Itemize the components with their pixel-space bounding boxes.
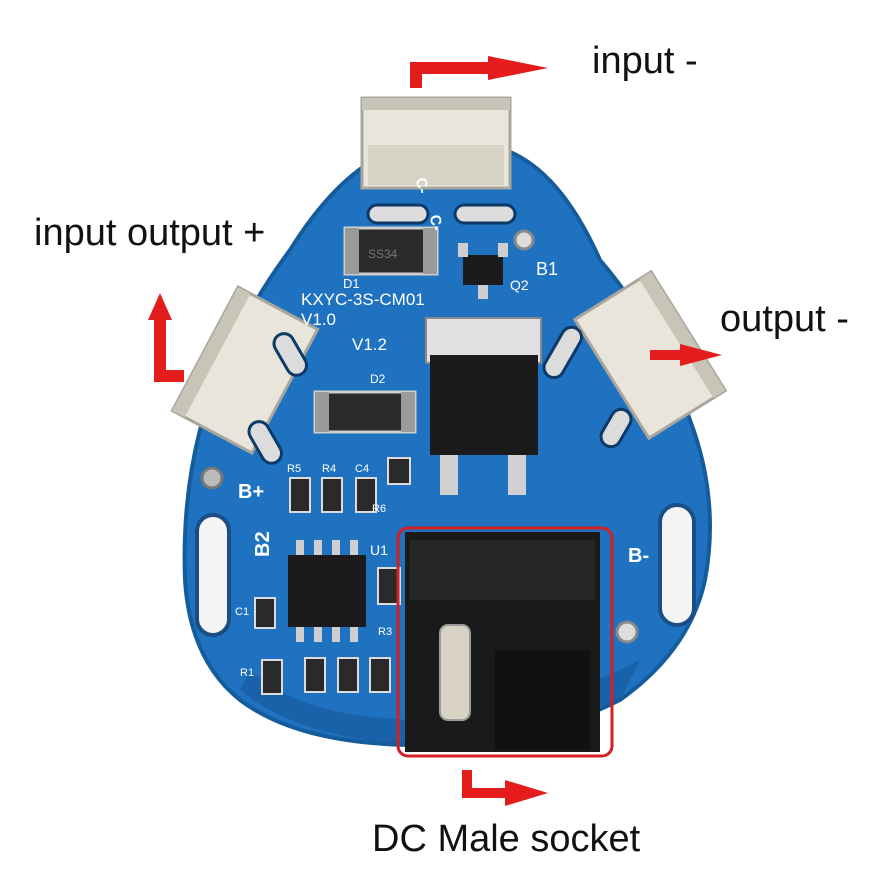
label-output-minus: output - [720,298,849,340]
silk-u1: U1 [370,542,388,558]
silk-b-minus: B- [628,545,649,567]
right-slot [658,503,696,627]
transistor-q2 [458,243,508,299]
silk-model: KXYC-3S-CM01 [301,290,425,309]
label-input-minus: input - [592,40,698,82]
arrow-input-minus [410,56,548,88]
left-slot [195,513,231,637]
svg-text:R3: R3 [378,626,392,638]
silk-q2: Q2 [510,277,529,293]
mosfet [425,317,542,495]
silk-version-b: V1.2 [352,335,387,354]
svg-text:SS34: SS34 [368,247,398,261]
dc-socket-highlight [396,526,614,758]
ic-u1 [288,540,366,642]
silk-b2: B2 [252,531,274,557]
silk-c-minus: C- [412,176,431,195]
silk-d1: D1 [343,276,360,291]
svg-text:R6: R6 [372,503,386,515]
label-input-output-plus: input output + [34,212,266,254]
silk-version-a: V1.0 [301,310,336,329]
arrow-dc-socket [462,770,548,806]
svg-text:R1: R1 [240,667,254,679]
left-terminal-tab [170,285,320,455]
svg-text:C4: C4 [355,463,369,475]
svg-text:C-: C- [426,214,445,233]
arrow-output-minus [650,344,722,366]
top-terminal-tab [360,96,512,190]
label-dc-male-socket: DC Male socket [372,818,641,860]
dc-socket [405,532,600,752]
svg-text:R4: R4 [322,463,336,475]
silk-b1: B1 [536,259,558,279]
arrow-input-output-plus [148,293,184,382]
svg-text:R5: R5 [287,463,301,475]
silk-b-plus: B+ [238,481,264,503]
diode-d1: SS34 [343,226,439,276]
silk-d2: D2 [370,372,386,386]
svg-text:C1: C1 [235,606,249,618]
diode-d2 [313,390,417,434]
